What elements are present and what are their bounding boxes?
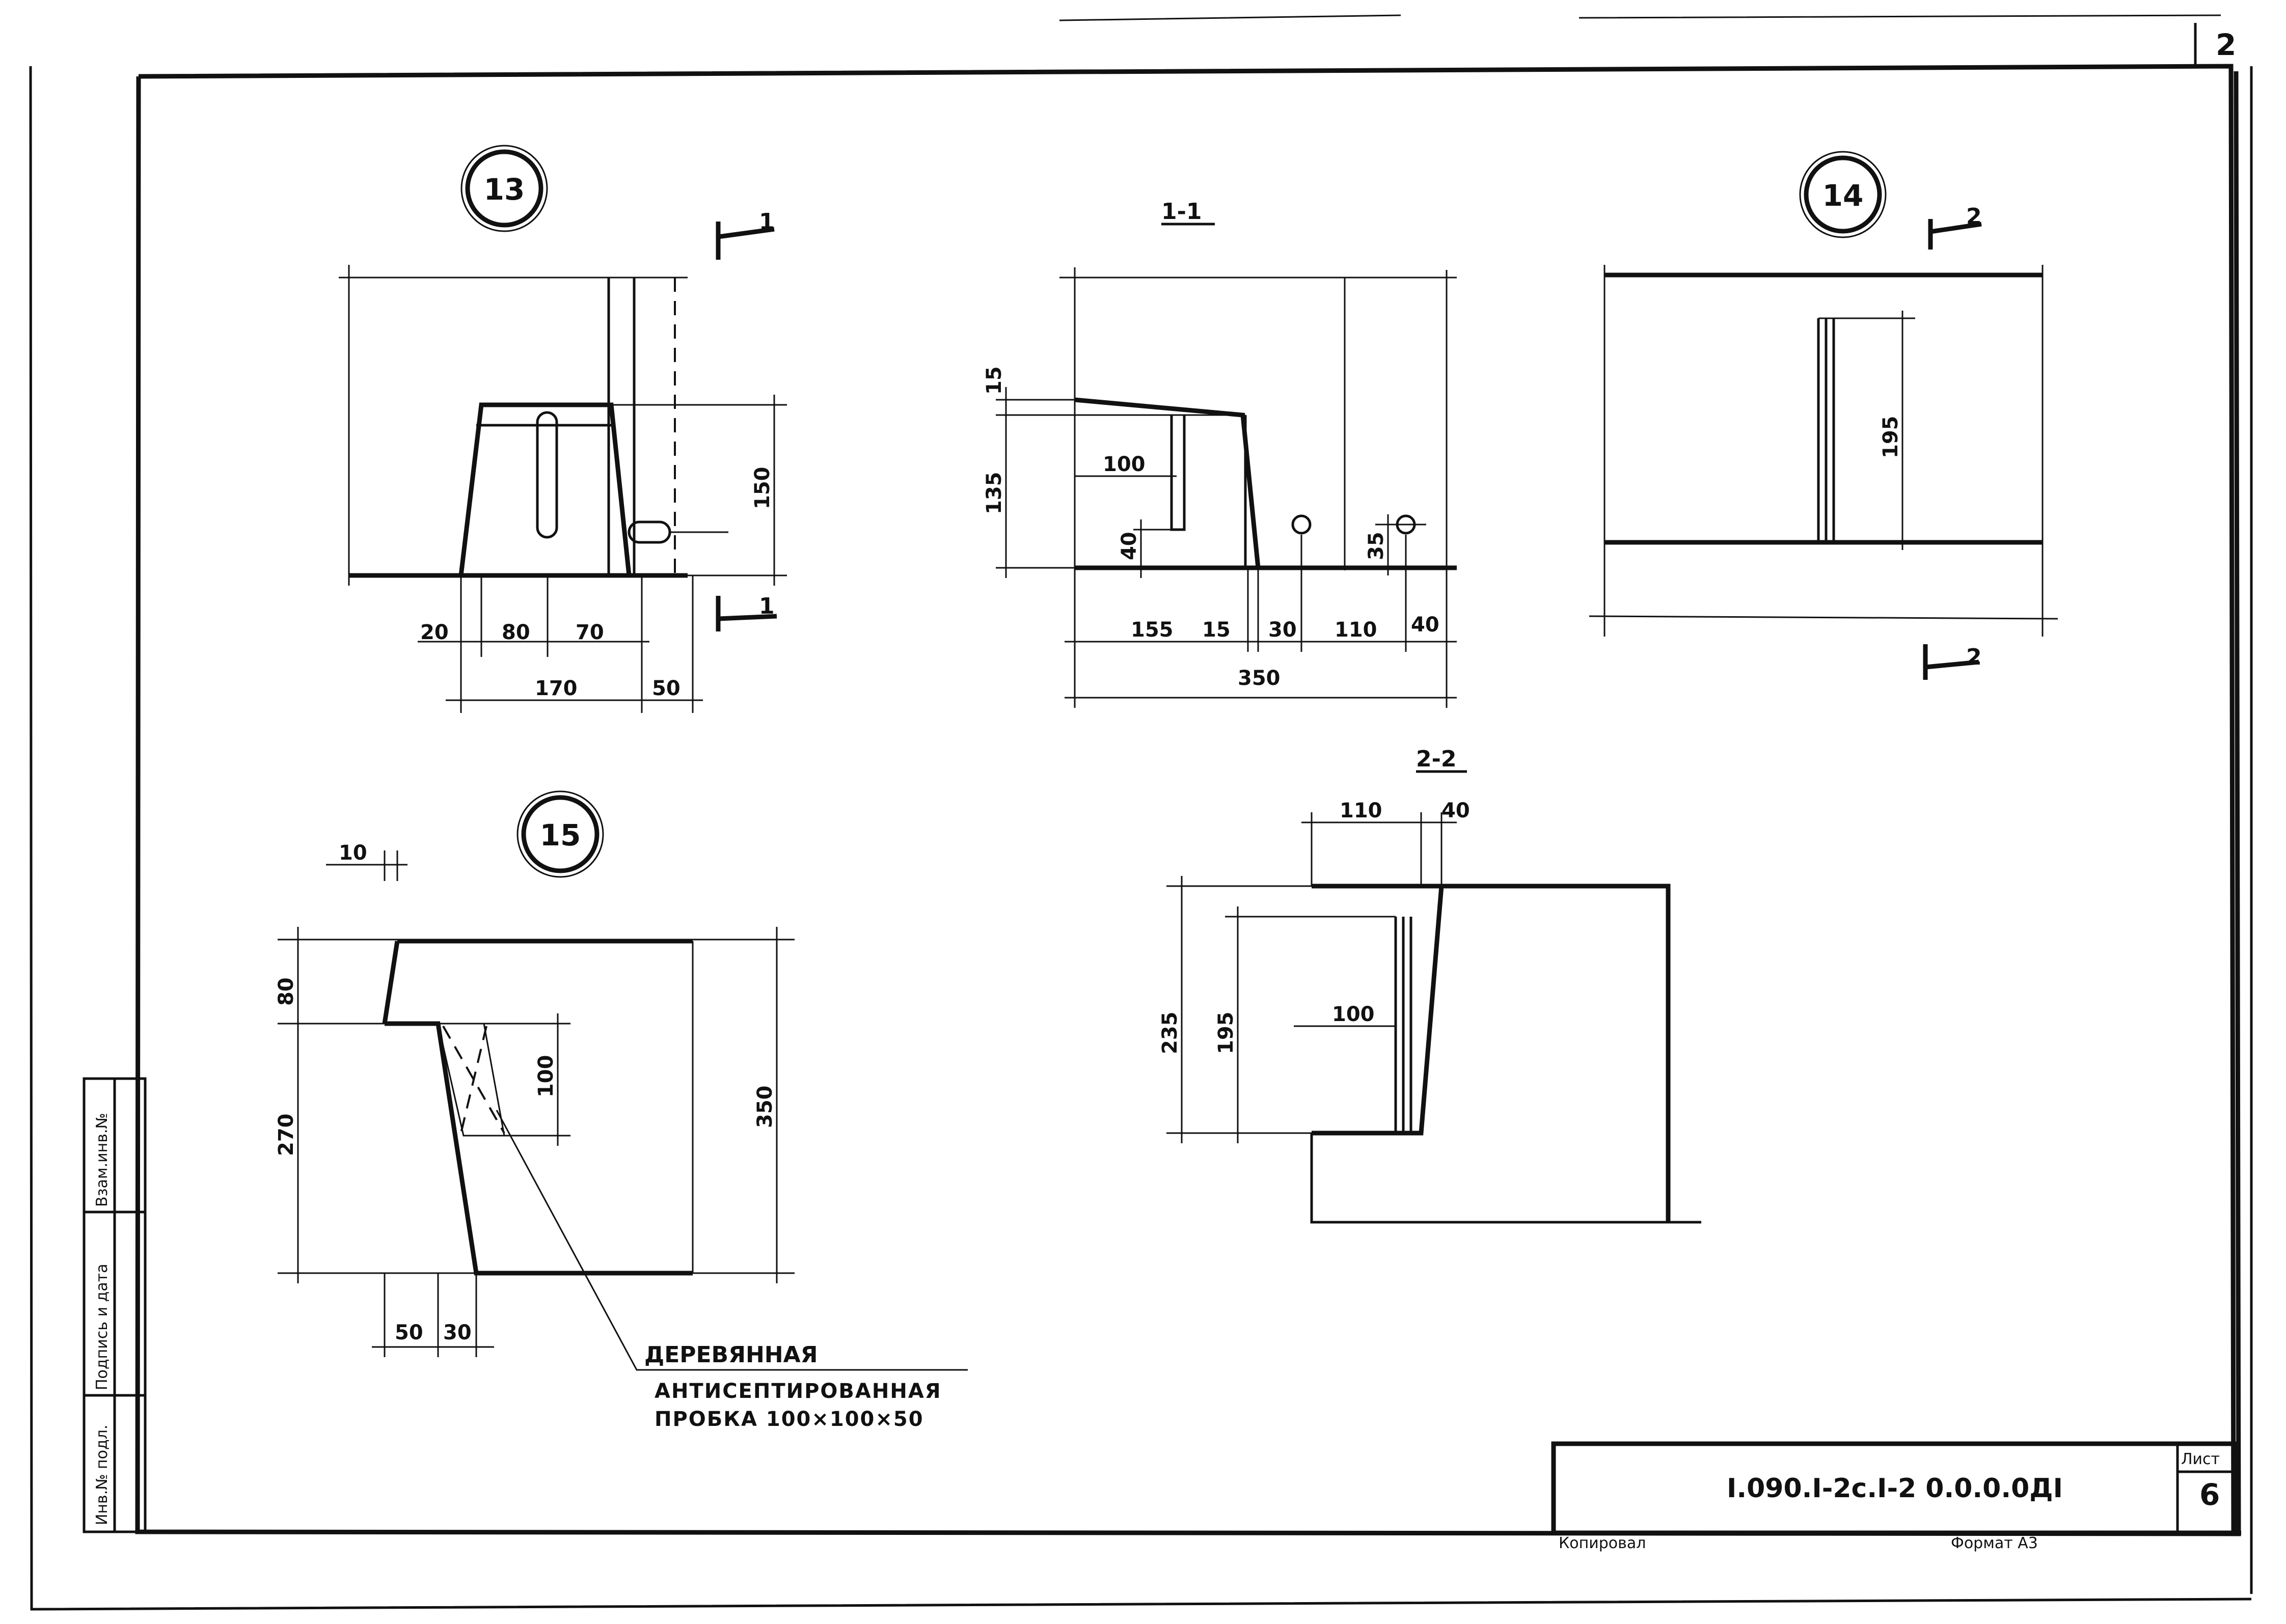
drawing-code: I.090.I-2с.I-2 0.0.0.0ДI	[1727, 1473, 2063, 1504]
s22-dim-100: 100	[1332, 1003, 1375, 1026]
stamp-cell-original: Инв.№ подл.	[93, 1425, 111, 1525]
detail-14: 14 2 2 195	[1589, 151, 2058, 680]
s11-dim-15: 15	[983, 366, 1006, 395]
side-stamp: Взам.инв.№ Подпись и дата Инв.№ подл.	[83, 1077, 147, 1533]
s11-dim-30: 30	[1268, 618, 1297, 642]
d14-dim-195: 195	[1879, 416, 1902, 459]
footer-copied: Копировал	[1559, 1534, 1646, 1552]
s11-dim-40-bottom: 40	[1411, 613, 1439, 637]
note-line-1: ДЕРЕВЯННАЯ	[644, 1342, 818, 1368]
section-2-2-title: 2-2	[1416, 746, 1457, 772]
sheet-frame: 2	[29, 14, 2253, 1611]
s22-dim-195: 195	[1214, 1012, 1238, 1055]
section-mark-1-top: 1	[759, 209, 775, 235]
detail-13-number: 13	[484, 172, 525, 207]
note-line-3: ПРОБКА 100×100×50	[655, 1408, 924, 1431]
note-line-2: АНТИСЕПТИРОВАННАЯ	[655, 1380, 942, 1403]
stamp-cell-signature: Подпись и дата	[93, 1264, 111, 1391]
s22-dim-40: 40	[1441, 799, 1470, 822]
section-mark-1-bottom: 1	[759, 593, 775, 619]
d15-dim-350: 350	[753, 1086, 777, 1128]
corner-number: 2	[2216, 27, 2236, 62]
s11-dim-110: 110	[1335, 618, 1377, 642]
stamp-cell-replaced: Взам.инв.№	[93, 1113, 111, 1207]
d13-dim-20: 20	[420, 621, 449, 644]
s11-dim-135: 135	[983, 472, 1006, 515]
d13-dim-70: 70	[576, 621, 604, 644]
sheet-number: 6	[2199, 1477, 2220, 1512]
d15-dim-80: 80	[275, 977, 298, 1006]
sheet-label: Лист	[2181, 1450, 2220, 1468]
section-mark-2-top: 2	[1966, 204, 1982, 230]
section-2-2: 2-2 110 40 235 195 100	[1158, 746, 1701, 1224]
section-1-1-title: 1-1	[1161, 199, 1202, 225]
detail-14-number: 14	[1822, 178, 1864, 213]
s11-dim-100: 100	[1103, 453, 1146, 476]
d15-dim-10: 10	[339, 841, 367, 865]
detail-13: 13 1 1 150 20 80 70 170 50	[339, 145, 787, 713]
s11-dim-155: 155	[1131, 618, 1174, 642]
detail-15: 15 10 80 270 100 350 50 30	[275, 790, 968, 1371]
d13-dim-50: 50	[652, 677, 681, 700]
d15-dim-100: 100	[534, 1055, 558, 1098]
s11-dim-15-bottom: 15	[1202, 618, 1231, 642]
d15-dim-30: 30	[443, 1321, 472, 1344]
detail-15-number: 15	[540, 818, 581, 852]
note-wood-plug: ДЕРЕВЯННАЯ АНТИСЕПТИРОВАННАЯ ПРОБКА 100×…	[644, 1342, 942, 1431]
d15-dim-270: 270	[275, 1114, 298, 1157]
footer-format: Формат А3	[1951, 1534, 2038, 1552]
s22-dim-235: 235	[1158, 1012, 1182, 1055]
d13-dim-80: 80	[502, 621, 530, 644]
s22-dim-110: 110	[1340, 799, 1382, 822]
title-block: I.090.I-2с.I-2 0.0.0.0ДI Лист 6 Копирова…	[1551, 1441, 2239, 1552]
s11-dim-350: 350	[1238, 667, 1281, 690]
s11-dim-40-vertical: 40	[1118, 532, 1141, 560]
s11-dim-35: 35	[1365, 532, 1388, 560]
d13-dim-150: 150	[751, 467, 774, 510]
section-1-1: 1-1 15 135 100 40 35 155 15 30 110 40 35…	[983, 199, 1457, 708]
d13-dim-170: 170	[535, 677, 578, 700]
d15-dim-50: 50	[395, 1321, 423, 1344]
section-mark-2-bottom: 2	[1966, 644, 1982, 670]
